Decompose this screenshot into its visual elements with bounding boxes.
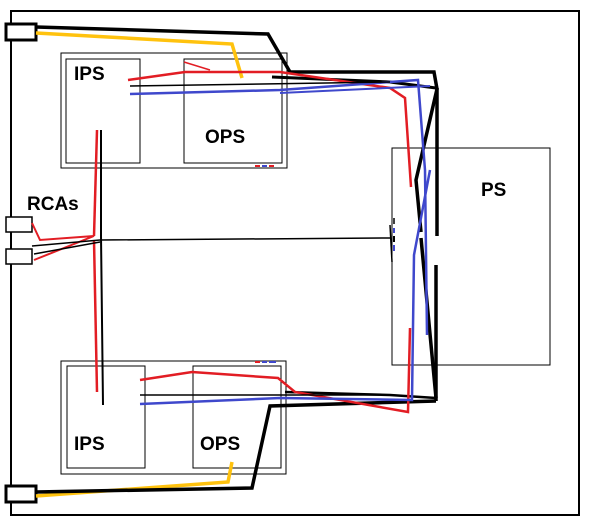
label-ops-top: OPS xyxy=(205,127,245,148)
label-ips-top: IPS xyxy=(74,64,105,85)
label-ops-bottom: OPS xyxy=(200,434,240,455)
label-rcas: RCAs xyxy=(27,194,79,215)
top-board xyxy=(60,52,288,169)
bottom-ops-box xyxy=(192,365,282,469)
top-ips-box xyxy=(65,58,141,164)
label-ips-bottom: IPS xyxy=(74,434,105,455)
label-ps: PS xyxy=(481,180,506,201)
blue-wire-bottom xyxy=(139,169,432,406)
rca-jack-2 xyxy=(5,248,33,265)
yellow-wire-top xyxy=(35,31,244,79)
top-ops-box xyxy=(183,58,283,164)
red-wire-top-ips xyxy=(127,70,413,188)
blue-wire-top-lower xyxy=(279,85,431,94)
red-wire-ops-top xyxy=(183,61,211,71)
red-wire-bottom-ips xyxy=(139,327,412,414)
signal-wire-top-down xyxy=(100,130,104,406)
bottom-ips-box xyxy=(66,365,146,469)
signal-wire-ps-left xyxy=(389,224,393,263)
top-jack xyxy=(4,22,38,42)
black-wire-top-main xyxy=(35,25,439,233)
bottom-jack xyxy=(4,484,38,504)
bottom-board xyxy=(60,360,287,475)
signal-wire-rca xyxy=(31,237,391,247)
black-wire-right-mid xyxy=(419,237,438,399)
red-wire-bottom-down xyxy=(92,239,99,393)
blue-wire-top xyxy=(129,78,429,336)
rca-jack-1 xyxy=(5,216,33,233)
red-wire-top-down xyxy=(92,129,99,237)
signal-wire-rca-2 xyxy=(33,241,101,255)
signal-wire-top xyxy=(129,81,391,87)
